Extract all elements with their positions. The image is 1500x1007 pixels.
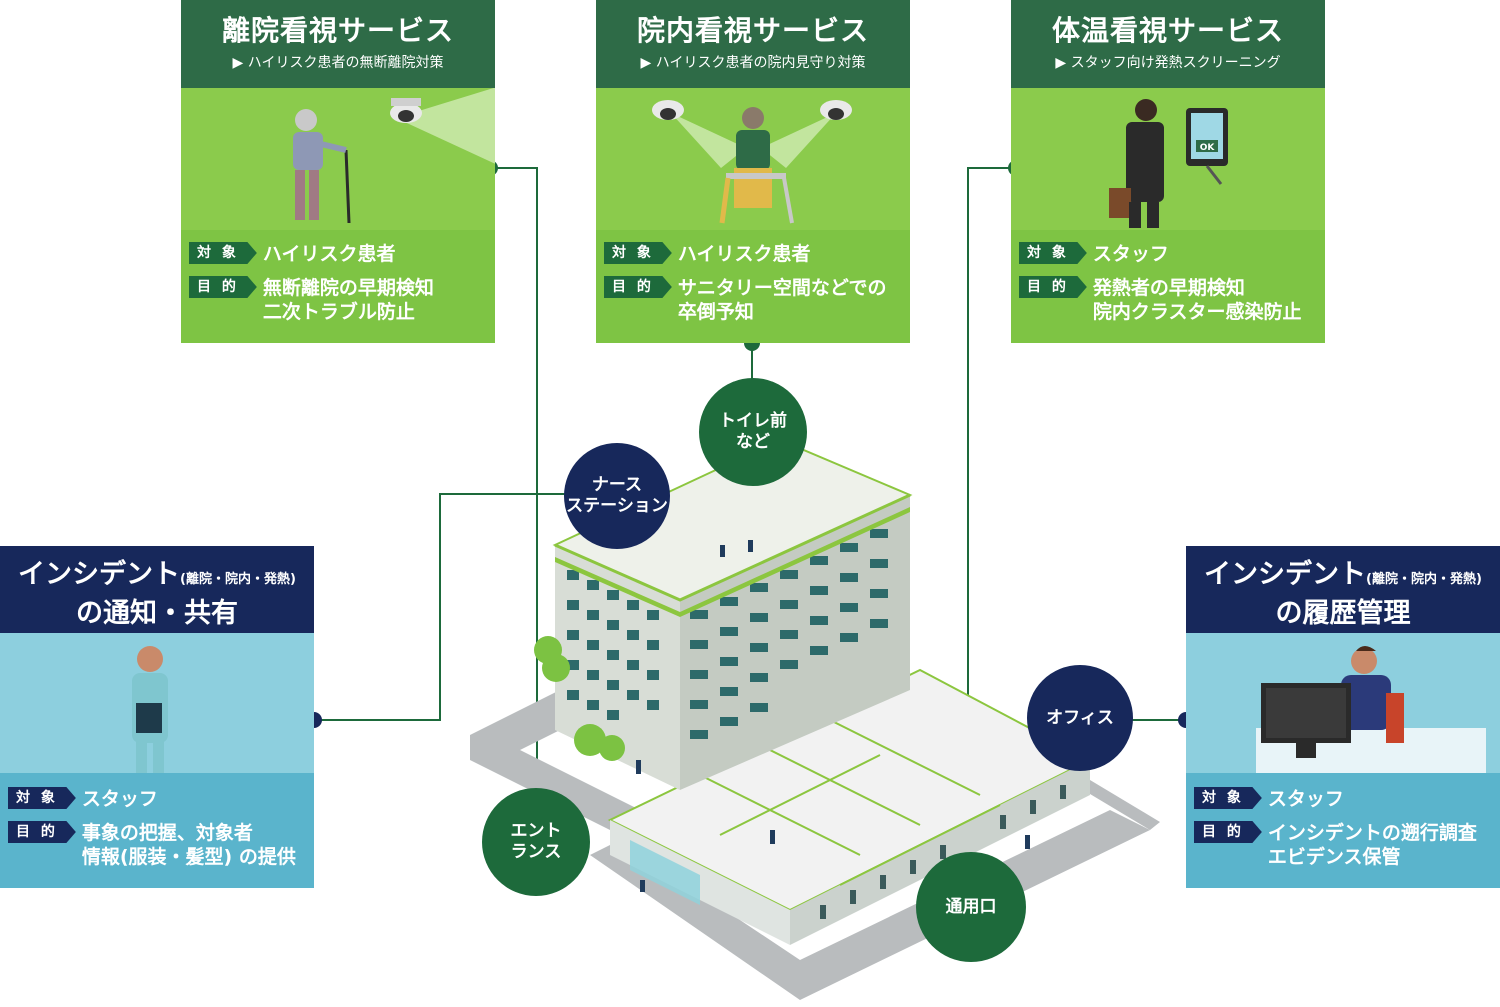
purpose-tag: 目 的 bbox=[1194, 821, 1262, 843]
location-staff-entrance: 通用口 bbox=[916, 852, 1026, 962]
incident-card-header: インシデント(離院・院内・発熱) の履歴管理 bbox=[1186, 546, 1500, 633]
purpose-tag: 目 的 bbox=[189, 276, 257, 298]
incident-title-line2: の履歴管理 bbox=[1275, 598, 1411, 629]
purpose-text: サニタリー空間などでの 卒倒予知 bbox=[677, 277, 887, 323]
purpose-text: 発熱者の早期検知 院内クラスター感染防止 bbox=[1092, 277, 1302, 323]
target-text: スタッフ bbox=[1092, 243, 1169, 265]
service-title: 離院看視サービス bbox=[221, 14, 454, 47]
target-tag: 対 象 bbox=[8, 787, 76, 809]
target-text: スタッフ bbox=[81, 788, 158, 810]
incident-title: インシデント(離院・院内・発熱) bbox=[0, 546, 314, 597]
location-toilet: トイレ前 など bbox=[699, 378, 807, 486]
incident-title-line2: の通知・共有 bbox=[76, 598, 238, 629]
service-card-details: 対 象 ハイリスク患者 目 的 サニタリー空間などでの 卒倒予知 bbox=[596, 230, 910, 343]
target-row: 対 象 スタッフ bbox=[1019, 242, 1169, 266]
purpose-text: 事象の把握、対象者 情報(服装・髪型) の提供 bbox=[81, 822, 296, 868]
ok-badge: OK bbox=[1200, 143, 1216, 153]
incident-card-header: インシデント(離院・院内・発熱) の通知・共有 bbox=[0, 546, 314, 633]
service-subtitle: ▶ スタッフ向け発熱スクリーニング bbox=[1055, 55, 1281, 71]
service-card-leaving: 離院看視サービス ▶ ハイリスク患者の無断離院対策 対 象 ハイリスク患者 目 … bbox=[181, 0, 495, 343]
purpose-row: 目 的 無断離院の早期検知 二次トラブル防止 bbox=[189, 276, 434, 324]
operator-at-monitor-illustration bbox=[1186, 633, 1500, 773]
purpose-row: 目 的 事象の把握、対象者 情報(服装・髪型) の提供 bbox=[8, 821, 296, 869]
service-card-header: 院内看視サービス ▶ ハイリスク患者の院内見守り対策 bbox=[596, 0, 910, 88]
service-card-temperature: 体温看視サービス ▶ スタッフ向け発熱スクリーニング OK 対 象 スタッフ 目… bbox=[1011, 0, 1325, 343]
connector-lines bbox=[314, 167, 1186, 870]
purpose-text: 無断離院の早期検知 二次トラブル防止 bbox=[262, 277, 434, 323]
target-tag: 対 象 bbox=[1019, 242, 1087, 264]
target-tag: 対 象 bbox=[189, 242, 257, 264]
incident-card-details: 対 象 スタッフ 目 的 インシデントの遡行調査 エビデンス保管 bbox=[1186, 773, 1500, 888]
target-tag: 対 象 bbox=[604, 242, 672, 264]
service-title: 院内看視サービス bbox=[636, 14, 869, 47]
incident-title-main: インシデント bbox=[1204, 559, 1367, 590]
staff-temperature-screening-illustration: OK bbox=[1109, 99, 1228, 228]
incident-share-card: インシデント(離院・院内・発熱) の通知・共有 対 象 スタッフ 目 的 事象の… bbox=[0, 546, 314, 888]
purpose-row: 目 的 発熱者の早期検知 院内クラスター感染防止 bbox=[1019, 276, 1302, 324]
service-title: 体温看視サービス bbox=[1051, 14, 1284, 47]
target-row: 対 象 ハイリスク患者 bbox=[189, 242, 396, 266]
target-text: ハイリスク患者 bbox=[262, 243, 396, 265]
location-office: オフィス bbox=[1027, 665, 1133, 771]
incident-title: インシデント(離院・院内・発熱) bbox=[1186, 546, 1500, 597]
service-card-details: 対 象 スタッフ 目 的 発熱者の早期検知 院内クラスター感染防止 bbox=[1011, 230, 1325, 343]
target-row: 対 象 スタッフ bbox=[8, 787, 158, 811]
incident-title-main: インシデント bbox=[18, 559, 181, 590]
service-card-header: 離院看視サービス ▶ ハイリスク患者の無断離院対策 bbox=[181, 0, 495, 88]
service-card-details: 対 象 ハイリスク患者 目 的 無断離院の早期検知 二次トラブル防止 bbox=[181, 230, 495, 343]
location-nurse-station: ナース ステーション bbox=[564, 443, 670, 549]
purpose-text: インシデントの遡行調査 エビデンス保管 bbox=[1267, 822, 1477, 868]
incident-history-card: インシデント(離院・院内・発熱) の履歴管理 対 象 スタッフ 目 的 インシデ… bbox=[1186, 546, 1500, 888]
incident-title-small: (離院・院内・発熱) bbox=[1366, 572, 1482, 587]
purpose-row: 目 的 インシデントの遡行調査 エビデンス保管 bbox=[1194, 821, 1477, 869]
target-text: スタッフ bbox=[1267, 788, 1344, 810]
target-row: 対 象 スタッフ bbox=[1194, 787, 1344, 811]
purpose-tag: 目 的 bbox=[1019, 276, 1087, 298]
location-entrance: エント ランス bbox=[482, 788, 590, 896]
elderly-patient-with-camera-illustration bbox=[293, 88, 495, 224]
patient-with-walker-illustration bbox=[652, 100, 852, 224]
service-subtitle: ▶ ハイリスク患者の無断離院対策 bbox=[232, 55, 444, 71]
service-card-header: 体温看視サービス ▶ スタッフ向け発熱スクリーニング bbox=[1011, 0, 1325, 88]
purpose-tag: 目 的 bbox=[604, 276, 672, 298]
target-row: 対 象 ハイリスク患者 bbox=[604, 242, 811, 266]
purpose-tag: 目 的 bbox=[8, 821, 76, 843]
service-subtitle: ▶ ハイリスク患者の院内見守り対策 bbox=[640, 55, 866, 71]
service-card-in-hospital: 院内看視サービス ▶ ハイリスク患者の院内見守り対策 対 象 ハイリスク患者 目… bbox=[596, 0, 910, 343]
purpose-row: 目 的 サニタリー空間などでの 卒倒予知 bbox=[604, 276, 887, 324]
incident-card-details: 対 象 スタッフ 目 的 事象の把握、対象者 情報(服装・髪型) の提供 bbox=[0, 773, 314, 888]
target-text: ハイリスク患者 bbox=[677, 243, 811, 265]
incident-title-small: (離院・院内・発熱) bbox=[180, 572, 296, 587]
target-tag: 対 象 bbox=[1194, 787, 1262, 809]
nurse-illustration bbox=[0, 633, 314, 773]
